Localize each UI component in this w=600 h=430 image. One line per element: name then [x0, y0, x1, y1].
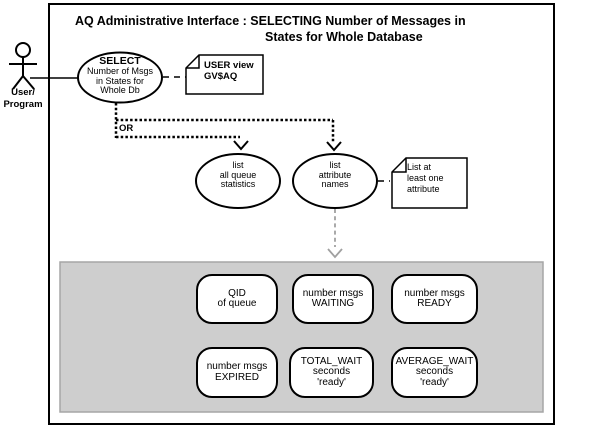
result-ready-line1: number msgs	[404, 287, 465, 299]
result-qid-line1: QID	[228, 287, 246, 299]
usecase-select-line2: Number of Msgs	[86, 66, 154, 76]
note-attribute-shape	[391, 157, 468, 209]
note-attribute-label: List at least one attribute	[407, 162, 444, 195]
result-box-qid	[196, 274, 278, 324]
usecase-select-line1: SELECT	[99, 55, 141, 67]
result-box-waiting	[292, 274, 374, 324]
usecase-select-ellipse	[77, 51, 163, 104]
note-attribute-line2: least one	[407, 173, 444, 183]
diagram-title-line2: States for Whole Database	[265, 30, 423, 44]
actor-label: User/ Program	[0, 87, 46, 110]
result-label-total-wait: TOTAL_WAIT seconds 'ready'	[290, 348, 373, 397]
arrowhead-to-list-attrs	[326, 141, 342, 152]
result-expired-line2: EXPIRED	[215, 371, 259, 383]
list-stats-line2: all queue	[219, 169, 257, 180]
list-attrs-line2: attribute	[318, 169, 352, 180]
result-average-wait-line1: AVERAGE_WAIT	[395, 355, 474, 367]
usecase-select-label: SELECT Number of Msgs in States for Whol…	[78, 56, 162, 96]
or-label: OR	[119, 123, 134, 134]
result-total-wait-line3: 'ready'	[317, 376, 346, 388]
diagram-frame	[48, 3, 555, 425]
result-box-expired	[196, 347, 278, 398]
note-attribute-line3: attribute	[407, 184, 440, 194]
usecase-list-attrs-ellipse	[292, 153, 378, 209]
note-user-view-line1: USER view	[204, 60, 254, 71]
actor-label-line2: Program	[3, 98, 43, 110]
list-attrs-line3: names	[321, 179, 349, 190]
result-label-ready: number msgs READY	[392, 275, 477, 323]
result-label-waiting: number msgs WAITING	[293, 275, 373, 323]
diagram-title-line1: AQ Administrative Interface : SELECTING …	[75, 14, 466, 28]
usecase-select-line3: in States for	[95, 75, 145, 86]
result-label-expired: number msgs EXPIRED	[197, 348, 277, 397]
result-boxes	[196, 274, 478, 398]
arrowhead-to-list-stats	[233, 140, 249, 151]
result-label-qid: QID of queue	[197, 275, 277, 323]
usecase-list-attrs-label: list attribute names	[293, 160, 377, 190]
result-qid-line2: of queue	[217, 298, 257, 309]
result-average-wait-line2: seconds	[415, 366, 454, 378]
result-ready-line2: READY	[417, 298, 452, 309]
result-expired-line1: number msgs	[206, 361, 268, 372]
note-user-view-line2: GV$AQ	[204, 71, 238, 82]
result-box-average-wait	[391, 347, 478, 398]
result-waiting-line2: WAITING	[311, 298, 355, 309]
result-label-average-wait: AVERAGE_WAIT seconds 'ready'	[392, 348, 477, 397]
result-waiting-line1: number msgs	[302, 287, 364, 299]
list-stats-line3: statistics	[220, 179, 256, 190]
actor-icon	[9, 42, 37, 90]
actor-label-line1: User/	[11, 87, 35, 98]
result-box-total-wait	[289, 347, 374, 398]
result-box-ready	[391, 274, 478, 324]
note-user-view-shape	[185, 54, 264, 95]
result-average-wait-line3: 'ready'	[420, 376, 449, 388]
list-attrs-line1: list	[329, 160, 341, 170]
or-branch-dotted-lines	[114, 103, 335, 143]
result-total-wait-line2: seconds	[312, 366, 351, 378]
note-attribute-line1: List at	[407, 162, 432, 172]
usecase-select-line4: Whole Db	[100, 85, 140, 96]
result-total-wait-line1: TOTAL_WAIT	[300, 355, 363, 367]
results-arrowhead	[327, 248, 343, 259]
list-stats-line1: list	[232, 160, 244, 170]
note-user-view-label: USER view GV$AQ	[204, 60, 254, 82]
usecase-list-stats-label: list all queue statistics	[196, 160, 280, 190]
usecase-list-stats-ellipse	[195, 153, 281, 209]
